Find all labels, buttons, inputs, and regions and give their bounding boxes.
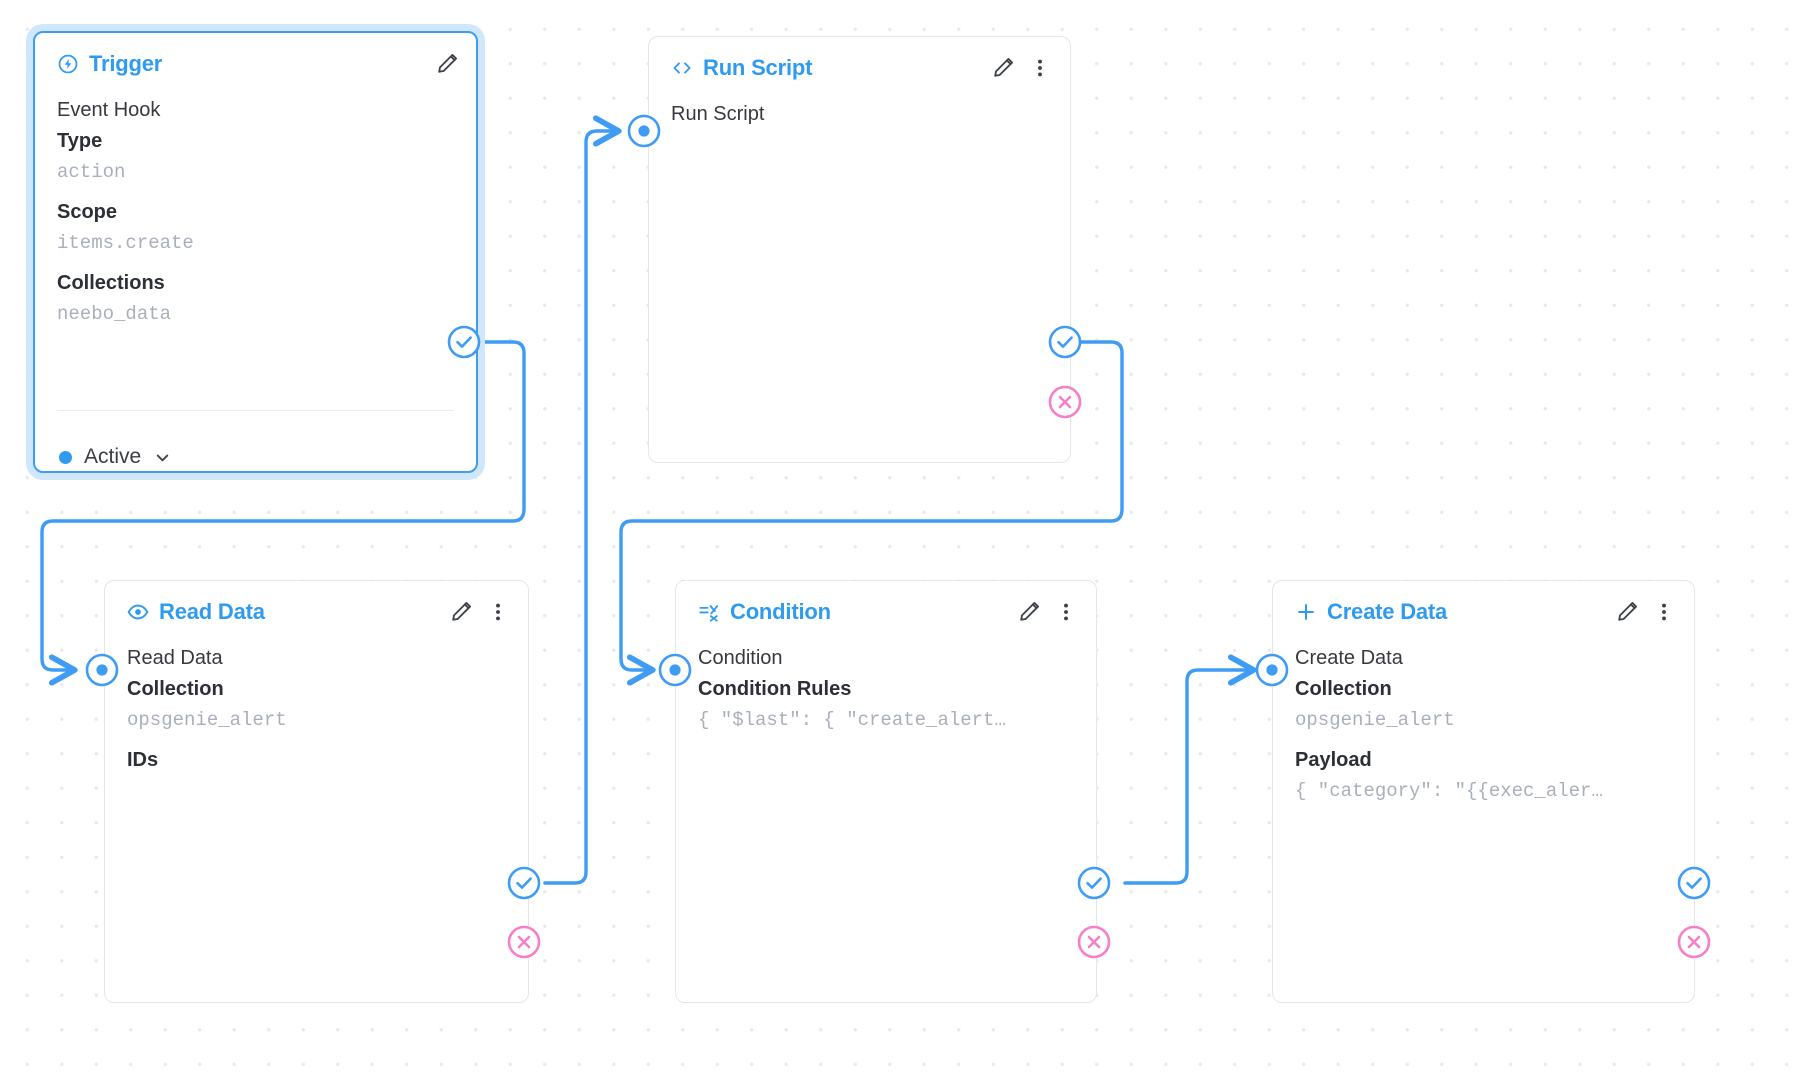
node-read-data-title-group: Read Data [127, 599, 265, 625]
node-create-data[interactable]: Create Data Create Data Collection [1272, 580, 1695, 1003]
node-run-script-header: Run Script [649, 37, 1070, 99]
node-condition-actions [1016, 599, 1078, 625]
field-label-payload: Payload [1295, 749, 1372, 771]
status-badge[interactable]: Active [59, 445, 172, 469]
trigger-divider [57, 410, 454, 411]
field-label-collection: Collection [127, 678, 224, 700]
status-label: Active [84, 445, 142, 468]
node-trigger-header: Trigger [35, 33, 476, 95]
handle-run-script-resolve[interactable] [1048, 325, 1082, 359]
pencil-icon[interactable] [448, 599, 472, 625]
code-brackets-icon [671, 57, 693, 79]
node-run-script-title: Run Script [703, 55, 813, 80]
node-condition-body: Condition Condition Rules { "$last": { "… [676, 643, 1096, 736]
node-create-data-header: Create Data [1273, 581, 1694, 643]
pencil-icon[interactable] [1016, 599, 1040, 625]
node-condition-header: Condition [676, 581, 1096, 643]
node-run-script-title-group: Run Script [671, 55, 812, 81]
handle-condition-input[interactable] [658, 653, 692, 687]
handle-run-script-input[interactable] [627, 114, 661, 148]
bolt-circle-icon [57, 53, 79, 75]
more-vertical-icon[interactable] [486, 599, 510, 625]
filter-rules-icon [698, 601, 720, 623]
node-read-data-title: Read Data [159, 599, 265, 624]
field-label-collection: Collection [1295, 678, 1392, 700]
field-label-condition-rules: Condition Rules [698, 678, 852, 700]
node-run-script[interactable]: Run Script Run Script [648, 36, 1071, 463]
node-read-data-actions [448, 599, 510, 625]
node-read-data-body: Read Data Collection opsgenie_alert IDs [105, 643, 528, 776]
node-read-data-header: Read Data [105, 581, 528, 643]
node-condition-title-group: Condition [698, 599, 831, 625]
handle-read-data-resolve[interactable] [507, 866, 541, 900]
node-create-data-title: Create Data [1327, 599, 1448, 624]
status-dot-icon [59, 450, 72, 464]
handle-trigger-resolve[interactable] [447, 325, 481, 359]
field-label-scope: Scope [57, 201, 118, 223]
field-label-ids: IDs [127, 749, 159, 771]
node-read-data[interactable]: Read Data Read Data Collection o [104, 580, 529, 1003]
node-trigger-title: Trigger [89, 51, 163, 76]
node-trigger-actions [434, 51, 458, 77]
node-trigger-body: Event Hook Type action Scope items.creat… [35, 95, 476, 330]
plus-icon [1295, 601, 1317, 623]
node-create-data-actions [1614, 599, 1676, 625]
handle-read-data-input[interactable] [85, 653, 119, 687]
node-create-data-body: Create Data Collection opsgenie_alert Pa… [1273, 643, 1694, 807]
handle-read-data-reject[interactable] [507, 925, 541, 959]
pencil-icon[interactable] [990, 55, 1014, 81]
more-vertical-icon[interactable] [1652, 599, 1676, 625]
handle-create-data-input[interactable] [1255, 653, 1289, 687]
handle-condition-reject[interactable] [1077, 925, 1111, 959]
field-label-collections: Collections [57, 272, 165, 294]
handle-create-data-reject[interactable] [1677, 925, 1711, 959]
chevron-down-icon[interactable] [153, 448, 172, 467]
more-vertical-icon[interactable] [1054, 599, 1078, 625]
node-trigger-title-group: Trigger [57, 51, 162, 77]
eye-icon [127, 601, 149, 623]
handle-condition-resolve[interactable] [1077, 866, 1111, 900]
field-label-type: Type [57, 130, 103, 152]
pencil-icon[interactable] [434, 51, 458, 77]
node-condition[interactable]: Condition Condition Condition Rules [675, 580, 1097, 1003]
node-create-data-title-group: Create Data [1295, 599, 1447, 625]
node-run-script-actions [990, 55, 1052, 81]
node-condition-title: Condition [730, 599, 831, 624]
pencil-icon[interactable] [1614, 599, 1638, 625]
handle-create-data-resolve[interactable] [1677, 866, 1711, 900]
node-trigger[interactable]: Trigger Event Hook Type action Scope ite… [33, 31, 478, 473]
more-vertical-icon[interactable] [1028, 55, 1052, 81]
handle-run-script-reject[interactable] [1048, 385, 1082, 419]
